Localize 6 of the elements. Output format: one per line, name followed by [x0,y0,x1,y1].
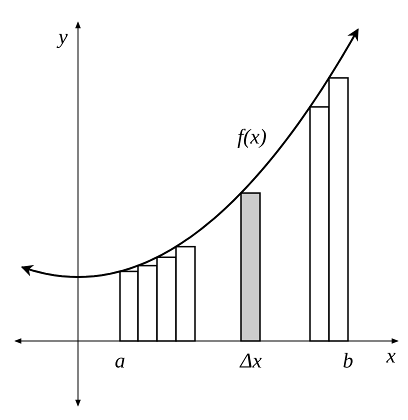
axis-label: b [342,350,354,372]
axis-label: x [386,346,396,366]
axis-label: y [58,26,68,48]
axis-label: f(x) [237,126,267,148]
axis-label: a [114,350,126,372]
axis-label: Δx [240,350,262,372]
